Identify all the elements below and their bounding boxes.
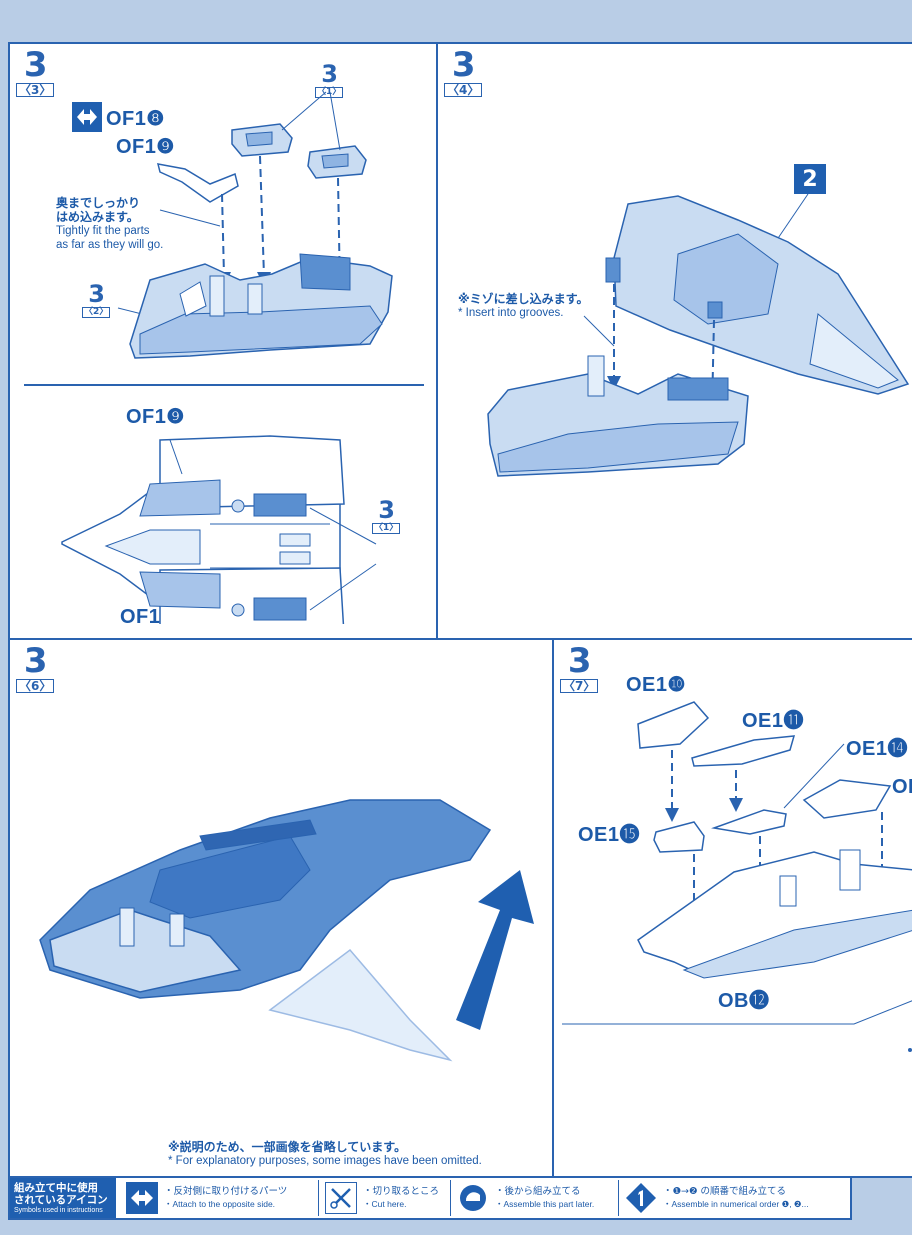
legend-item-cut: ・切り取るところ ・Cut here. <box>318 1180 449 1216</box>
part-label-oe1-14: OE1⓮ <box>846 738 909 760</box>
legend-item-opposite-side: ・反対側に取り付けるパーツ ・Attach to the opposite si… <box>120 1180 316 1216</box>
step-badge: 3 〈6〉 <box>16 644 55 693</box>
part-label-of1-8: OF1❽ <box>106 108 165 130</box>
part-badge-2: 2 <box>794 164 826 194</box>
opposite-side-icon <box>72 102 102 132</box>
legend-title: 組み立て中に使用 されているアイコン Symbols used in instr… <box>10 1178 116 1218</box>
step-badge: 3 〈7〉 <box>560 644 599 693</box>
sub-step-badge-1-bottom: 3 〈1〉 <box>372 496 401 534</box>
numerical-order-icon <box>625 1182 657 1214</box>
part-label-of1-9: OF1❾ <box>116 136 175 158</box>
part-label-of1-9-bottom: OF1❾ <box>126 406 185 428</box>
legend-title-en: Symbols used in instructions <box>14 1206 103 1214</box>
cut-icon <box>325 1182 357 1214</box>
fit-note: 奥までしっかり はめ込みます。 Tightly fit the parts as… <box>56 196 163 252</box>
detail-parts-illustration <box>562 701 912 1052</box>
legend-item-assemble-later: ・後から組み立てる ・Assemble this part later. <box>450 1180 617 1216</box>
part-label-ob12: OB⓬ <box>718 990 770 1012</box>
fit-note-jp: 奥までしっかり はめ込みます。 <box>56 196 141 224</box>
assemble-later-icon <box>457 1182 489 1214</box>
panel-step-3-3: 3 〈3〉 OF1❽ OF1❾ 3 〈1〉 奥までしっかり はめ込みます。 Ti… <box>8 42 438 640</box>
legend-item-numerical-order: ・❶→❷ の順番で組み立てる ・Assemble in numerical or… <box>618 1180 851 1216</box>
sub-step-badge-2: 3 〈2〉 <box>82 280 111 318</box>
legend-bar: 組み立て中に使用 されているアイコン Symbols used in instr… <box>8 1176 852 1220</box>
part-label-cut: OI <box>892 776 912 798</box>
top-view-illustration <box>61 435 377 624</box>
fold-illustration <box>39 799 534 1062</box>
part-label-oe1-10: OE1❿ <box>626 674 686 696</box>
step-badge: 3 〈4〉 <box>444 48 483 97</box>
step-number: 3 <box>23 45 48 85</box>
sub-step-badge-1: 3 〈1〉 <box>315 60 344 98</box>
body-attach-illustration <box>487 193 910 477</box>
panel-step-3-4: 3 〈4〉 2 ※ミゾに差し込みます。 * Insert into groove… <box>436 42 912 640</box>
opposite-side-icon <box>126 1182 158 1214</box>
omitted-note: ※説明のため、一部画像を省略しています。 * For explanatory p… <box>168 1140 482 1167</box>
legend-title-jp: 組み立て中に使用 されているアイコン <box>14 1181 108 1206</box>
step-badge: 3 〈3〉 <box>16 45 55 97</box>
wing-assembly-illustration <box>117 91 393 359</box>
panel-step-3-6: 3 〈6〉 ※説明のため、一部画像を省略しています。 * For explana… <box>8 638 554 1178</box>
step-sub: 〈3〉 <box>16 83 55 97</box>
panel-divider <box>24 384 424 386</box>
part-label-oe1-11: OE1⓫ <box>742 710 805 732</box>
fit-note-en: Tightly fit the parts as far as they wil… <box>56 225 164 251</box>
part-label-oe1-15: OE1⓯ <box>578 824 641 846</box>
panel-step-3-7: 3 〈7〉 OE1❿ OE1⓫ OE1⓮ OI OE1⓯ OB⓬ <box>552 638 912 1178</box>
groove-note: ※ミゾに差し込みます。 * Insert into grooves. <box>458 292 589 319</box>
